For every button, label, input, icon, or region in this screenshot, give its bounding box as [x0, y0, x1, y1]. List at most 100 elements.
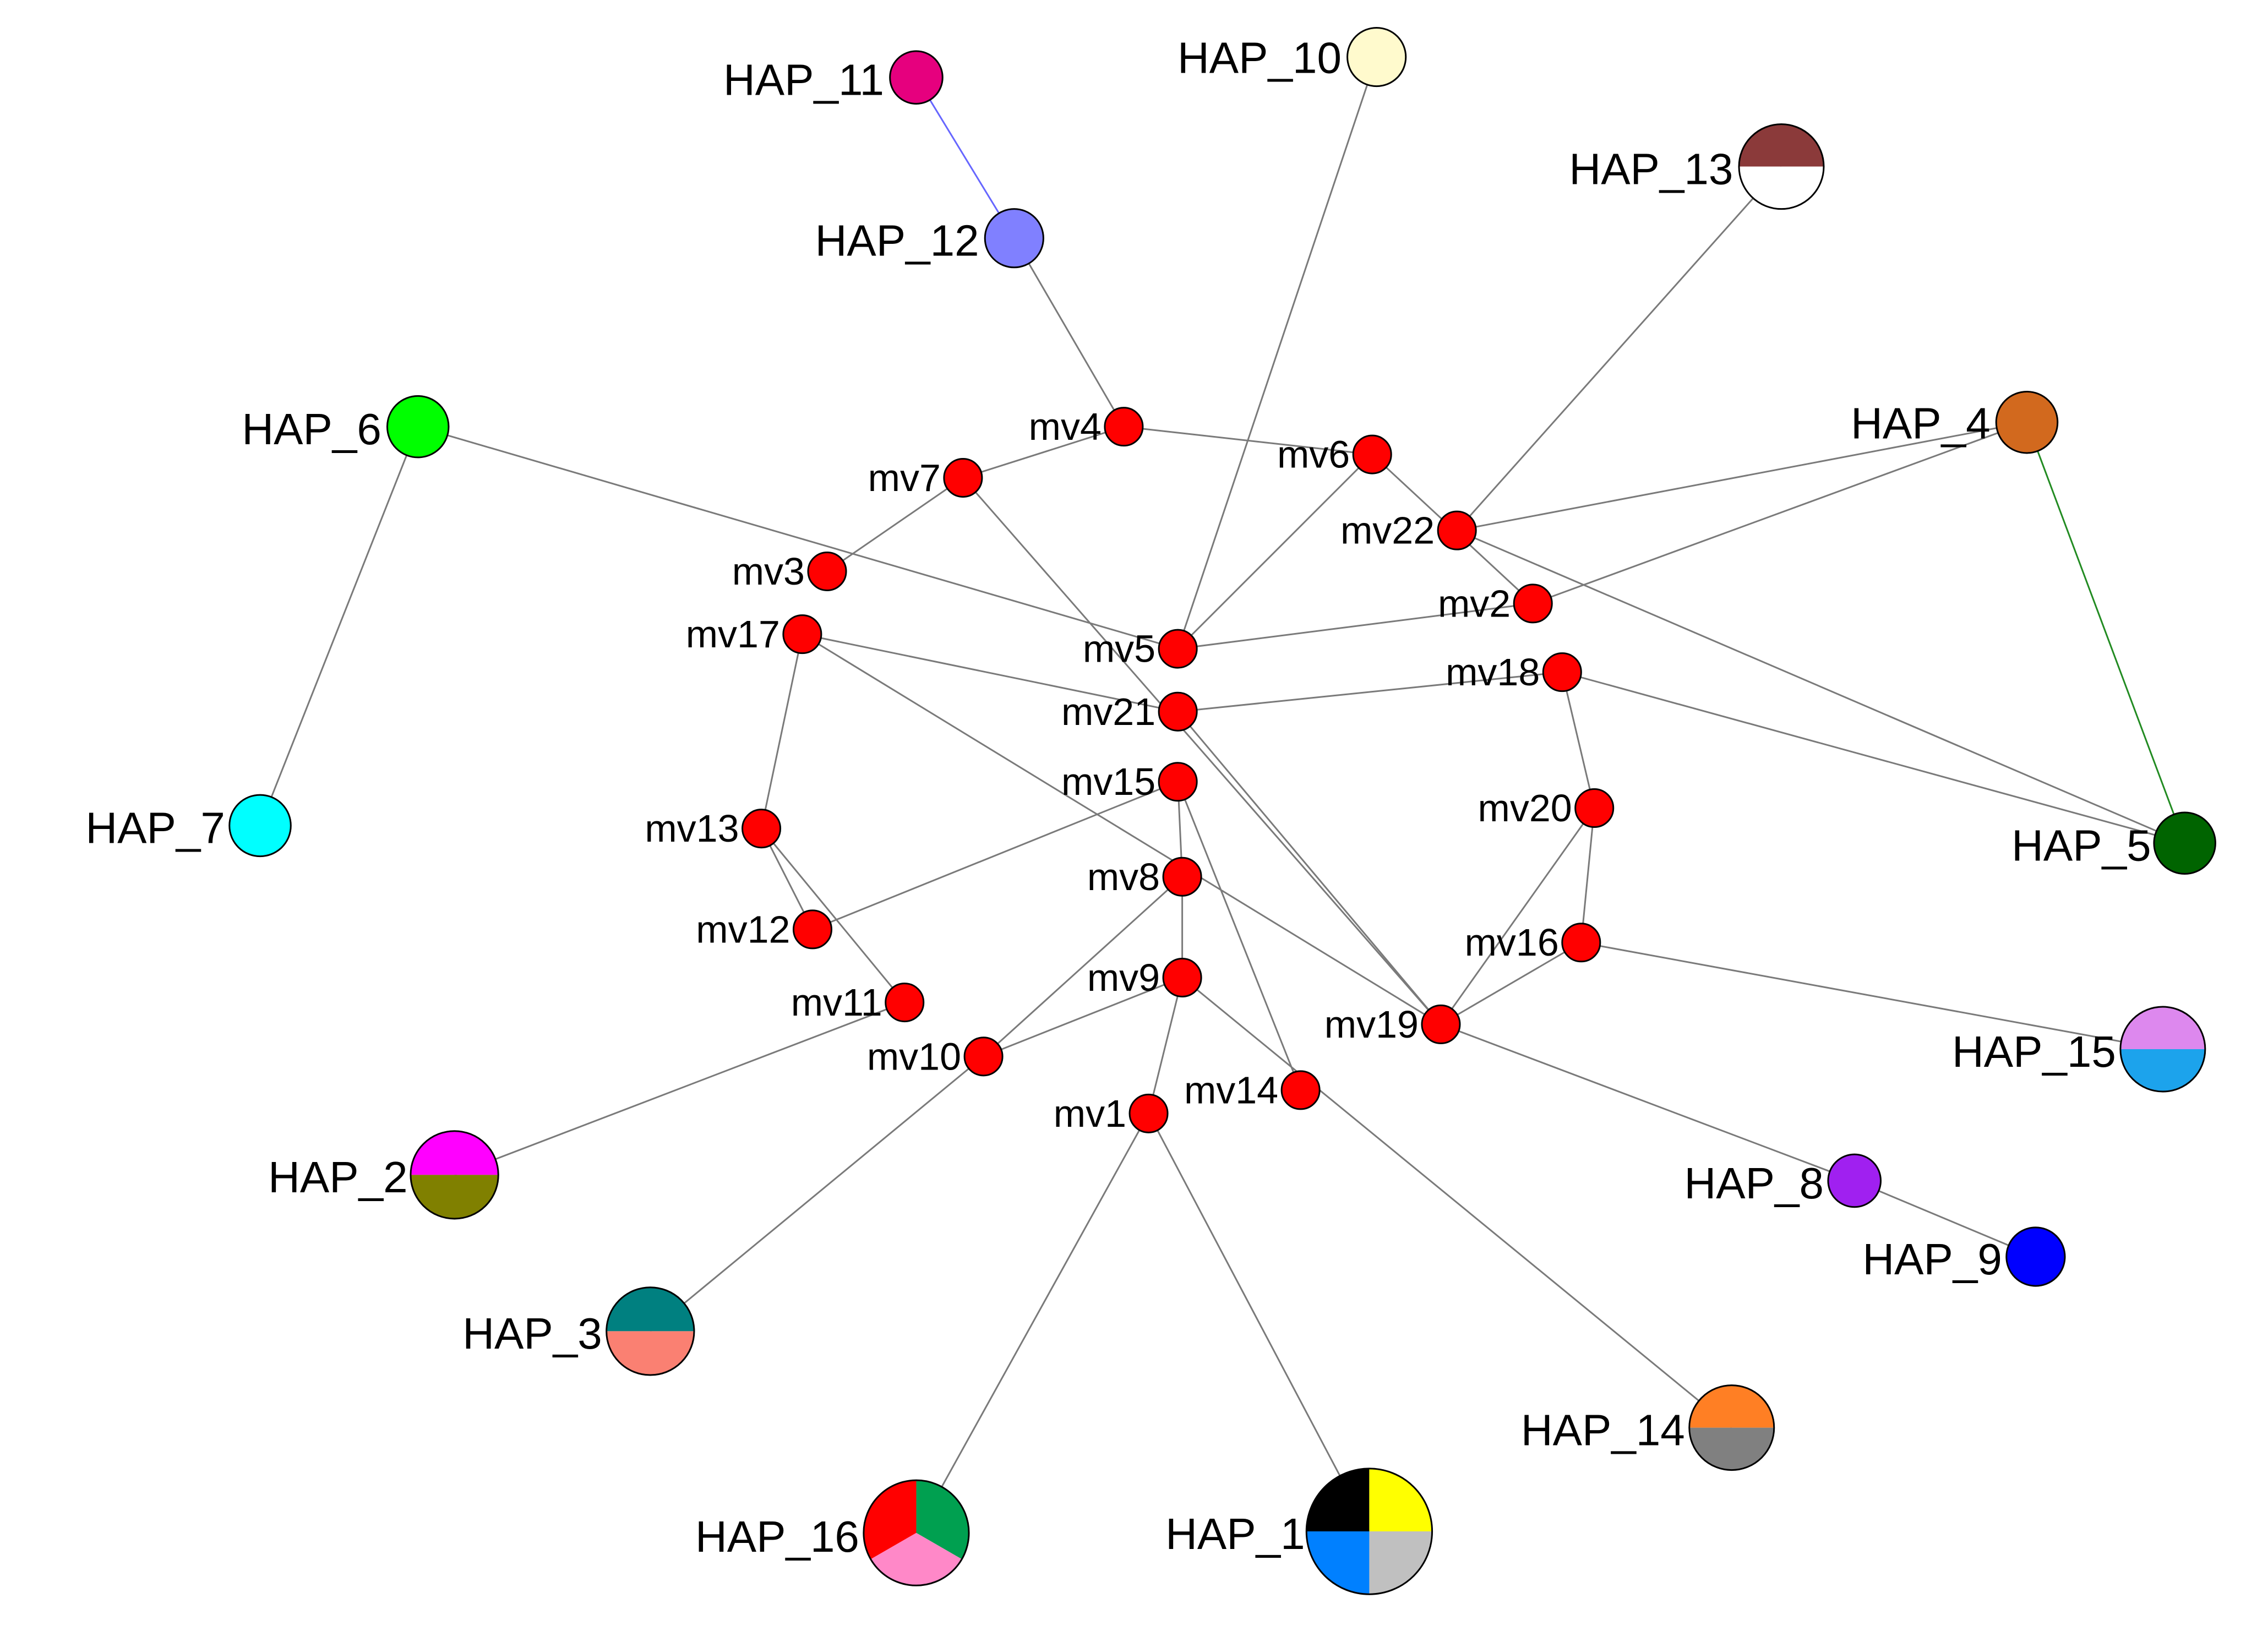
node-hap-16-slice-1 [870, 1532, 962, 1586]
node-mv12-dot [792, 909, 832, 950]
node-hap-15-slice-0 [2120, 1007, 2205, 1050]
node-hap-7-outline [228, 794, 292, 858]
node-mv1: mv1 [1054, 1092, 1169, 1135]
node-hap-5-label: HAP_5 [2011, 821, 2151, 870]
node-hap-7: HAP_7 [85, 794, 292, 858]
node-mv4-dot [1104, 407, 1144, 447]
edge-mv7-mv19 [962, 477, 1442, 1025]
node-hap-6-label: HAP_6 [242, 405, 381, 454]
node-mv21-label: mv21 [1061, 690, 1155, 733]
nodes-layer: HAP_1HAP_2HAP_3HAP_4HAP_5HAP_6HAP_7HAP_8… [85, 26, 2216, 1595]
node-hap-10-outline [1346, 26, 1407, 88]
node-hap-1-slice-0 [1306, 1468, 1370, 1532]
node-hap-1-slice-2 [1369, 1531, 1432, 1595]
edge-mv15-mv14 [1177, 781, 1302, 1090]
edge-mv1-hap16 [915, 1113, 1149, 1534]
node-mv21: mv21 [1061, 690, 1198, 733]
node-mv14: mv14 [1184, 1068, 1321, 1111]
node-mv19-label: mv19 [1324, 1003, 1419, 1046]
node-hap-8-slice-0 [1828, 1154, 1881, 1207]
node-mv18-label: mv18 [1446, 651, 1540, 694]
node-hap-3-label: HAP_3 [462, 1309, 602, 1358]
node-hap-9-slice-0 [2006, 1227, 2065, 1286]
node-hap-4-slice-0 [1996, 391, 2058, 453]
node-hap-6-outline [386, 395, 450, 459]
node-hap-1-outline [1305, 1468, 1433, 1595]
node-hap-14-outline [1688, 1384, 1775, 1471]
node-hap-3-outline [606, 1286, 695, 1376]
node-hap-6: HAP_6 [242, 395, 450, 459]
node-hap-2-outline [410, 1130, 499, 1220]
node-mv11-dot [885, 983, 925, 1023]
node-mv16: mv16 [1465, 921, 1601, 964]
edge-mv8-mv10 [983, 876, 1183, 1057]
node-mv14-dot [1280, 1070, 1321, 1110]
node-mv19-dot [1421, 1004, 1461, 1044]
node-mv17: mv17 [686, 613, 822, 656]
edge-hap6-hap7 [259, 426, 419, 826]
edge-mv4-mv7 [962, 426, 1124, 479]
node-hap-2-slice-1 [410, 1175, 499, 1219]
node-mv16-label: mv16 [1465, 921, 1559, 964]
node-mv12-label: mv12 [696, 908, 790, 951]
node-hap-14: HAP_14 [1521, 1384, 1775, 1471]
node-hap-3: HAP_3 [462, 1286, 695, 1376]
node-hap-4-outline [1995, 390, 2059, 454]
edge-mv17-mv21 [802, 633, 1178, 713]
node-hap-11-slice-0 [890, 51, 943, 104]
node-mv22-dot [1437, 510, 1477, 550]
node-hap-15-slice-1 [2120, 1049, 2205, 1092]
node-mv7-dot [943, 458, 983, 498]
edge-mv16-mv19 [1440, 941, 1582, 1025]
node-hap-11: HAP_11 [723, 50, 944, 105]
node-hap-3-slice-0 [606, 1287, 694, 1332]
node-hap-1-slice-1 [1369, 1468, 1432, 1532]
node-hap-13-slice-1 [1739, 166, 1824, 209]
edge-hap10-mv5 [1177, 57, 1378, 650]
edge-mv18-hap5 [1562, 671, 2185, 844]
node-hap-8-label: HAP_8 [1684, 1159, 1824, 1208]
node-hap-11-outline [889, 50, 944, 105]
node-hap-14-slice-1 [1689, 1427, 1774, 1470]
edge-mv19-hap8 [1440, 1023, 1855, 1182]
node-hap-6-slice-0 [387, 396, 449, 457]
edge-mv17-mv13 [760, 634, 803, 829]
node-mv11-label: mv11 [791, 981, 882, 1024]
node-mv2-dot [1513, 583, 1553, 624]
node-hap-3-slice-1 [606, 1331, 694, 1376]
node-mv6-label: mv6 [1277, 433, 1350, 476]
node-hap-10-label: HAP_10 [1177, 34, 1342, 83]
node-mv18-dot [1542, 652, 1582, 692]
edge-mv18-mv20 [1561, 672, 1595, 809]
node-mv15: mv15 [1061, 760, 1198, 803]
node-mv5: mv5 [1083, 628, 1198, 670]
node-mv15-label: mv15 [1061, 760, 1155, 803]
edge-hap4-mv2 [1533, 421, 2027, 604]
edge-mv2-mv5 [1177, 602, 1533, 650]
node-hap-12: HAP_12 [815, 208, 1044, 269]
node-mv17-dot [782, 614, 822, 654]
node-hap-8-outline [1827, 1153, 1882, 1208]
node-hap-15-label: HAP_15 [1952, 1027, 2116, 1076]
node-hap-14-slice-0 [1689, 1385, 1774, 1428]
edge-hap4-mv22 [1457, 421, 2027, 532]
node-mv8-label: mv8 [1087, 855, 1160, 898]
node-mv8: mv8 [1087, 855, 1202, 898]
node-hap-2: HAP_2 [268, 1130, 499, 1220]
node-mv15-dot [1158, 762, 1198, 802]
node-hap-12-outline [984, 208, 1044, 269]
node-mv6: mv6 [1277, 433, 1392, 476]
node-mv20-label: mv20 [1478, 787, 1572, 830]
node-mv3-dot [807, 551, 847, 591]
node-mv22-label: mv22 [1340, 509, 1435, 552]
node-mv20-dot [1574, 788, 1615, 828]
node-hap-4: HAP_4 [1851, 390, 2059, 454]
node-hap-13-label: HAP_13 [1569, 144, 1733, 193]
node-mv18: mv18 [1446, 651, 1582, 694]
edge-hap4-hap5 [2026, 422, 2186, 844]
node-hap-1-slice-3 [1306, 1531, 1370, 1595]
edge-mv9-mv10 [983, 977, 1183, 1057]
node-hap-12-slice-0 [985, 209, 1044, 268]
edge-mv9-hap14 [1181, 977, 1732, 1428]
